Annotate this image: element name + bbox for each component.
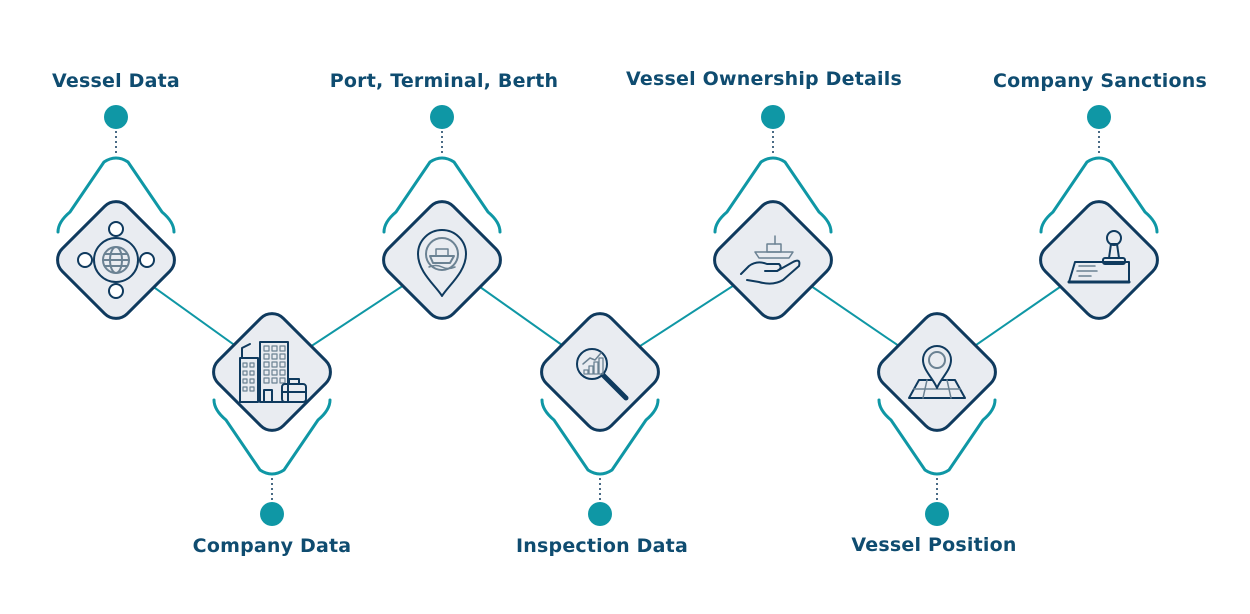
node-diamond: [1039, 200, 1159, 320]
node-dot: [588, 502, 612, 526]
node-label-vessel-position: Vessel Position: [851, 534, 1017, 556]
node-label-vessel-ownership-details: Vessel Ownership Details: [626, 68, 902, 90]
node-label-company-sanctions: Company Sanctions: [993, 70, 1207, 92]
node-dot: [430, 105, 454, 129]
node-arc: [56, 156, 176, 234]
node-label-company-data: Company Data: [192, 535, 352, 557]
node-dot: [1087, 105, 1111, 129]
node-label-vessel-data: Vessel Data: [52, 70, 180, 92]
magnifier-chart-icon: [576, 348, 629, 401]
node-company-sanctions: [1039, 105, 1159, 320]
node-label-inspection-data: Inspection Data: [516, 535, 688, 557]
ship-location-pin-icon: [417, 229, 467, 297]
node-arc: [540, 398, 660, 476]
node-vessel-ownership-details: [713, 105, 833, 320]
node-dot: [761, 105, 785, 129]
map-pin-icon: [908, 345, 966, 399]
node-arc: [382, 156, 502, 234]
node-diamond: [382, 200, 502, 320]
node-arc: [713, 156, 833, 234]
node-company-data: [212, 312, 332, 526]
node-label-port-terminal-berth: Port, Terminal, Berth: [329, 70, 559, 92]
node-arc: [1039, 156, 1159, 234]
node-vessel-data: [56, 105, 176, 320]
hand-ship-icon: [740, 235, 801, 285]
node-dot: [260, 502, 284, 526]
buildings-icon: [239, 341, 307, 403]
node-diamond: [540, 312, 660, 432]
stamp-icon: [1067, 230, 1131, 284]
node-dot: [925, 502, 949, 526]
node-port-terminal-berth: [382, 105, 502, 320]
node-arc: [877, 398, 997, 476]
node-inspection-data: [540, 312, 660, 526]
node-diamond: [713, 200, 833, 320]
node-arc: [212, 398, 332, 476]
node-vessel-position: [877, 312, 997, 526]
node-dot: [104, 105, 128, 129]
globe-icon: [77, 221, 155, 299]
